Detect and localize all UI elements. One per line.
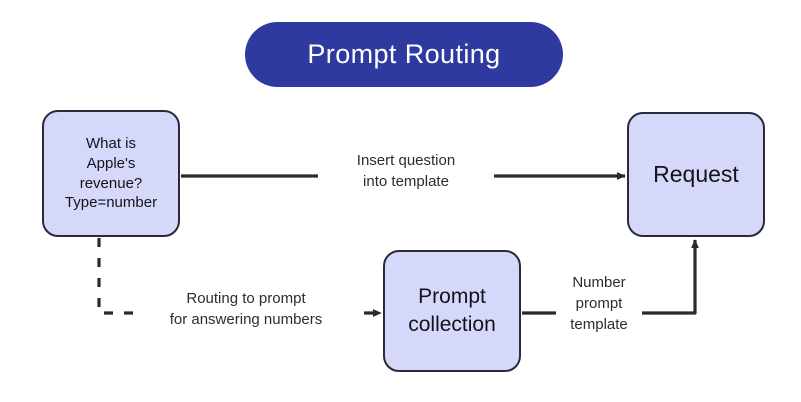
node-request-label: Request [653,161,739,188]
node-prompt-collection[interactable]: Prompt collection [383,250,521,372]
node-question-label: What is Apple's revenue? Type=number [64,134,158,212]
diagram-title: Prompt Routing [307,39,501,69]
node-question[interactable]: What is Apple's revenue? Type=number [42,110,180,237]
edge-label-insert-question-into-template: Insert question into template [318,148,494,194]
node-request[interactable]: Request [627,112,765,237]
edge-label-routing-to-prompt: Routing to prompt for answering numbers [134,286,358,332]
diagram-title-banner: Prompt Routing [245,22,563,87]
edge-label-number-prompt-template: Number prompt template [556,270,642,337]
node-prompt-collection-label: Prompt collection [408,285,496,336]
